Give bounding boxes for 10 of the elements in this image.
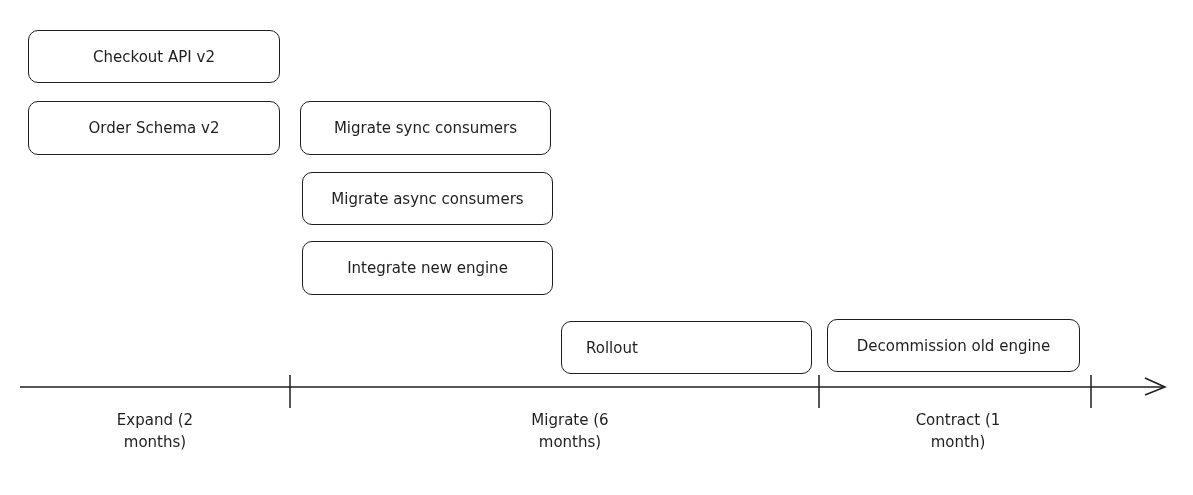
task-box: Decommission old engine — [827, 319, 1080, 372]
task-box: Order Schema v2 — [28, 101, 280, 155]
task-box: Checkout API v2 — [28, 30, 280, 83]
phase-label: Expand (2 months) — [115, 410, 195, 453]
task-box: Migrate sync consumers — [300, 101, 551, 155]
task-box: Migrate async consumers — [302, 172, 553, 225]
phase-label: Contract (1 month) — [914, 410, 1002, 453]
task-box: Rollout — [561, 321, 812, 374]
task-box: Integrate new engine — [302, 241, 553, 295]
phase-label: Migrate (6 months) — [530, 410, 610, 453]
